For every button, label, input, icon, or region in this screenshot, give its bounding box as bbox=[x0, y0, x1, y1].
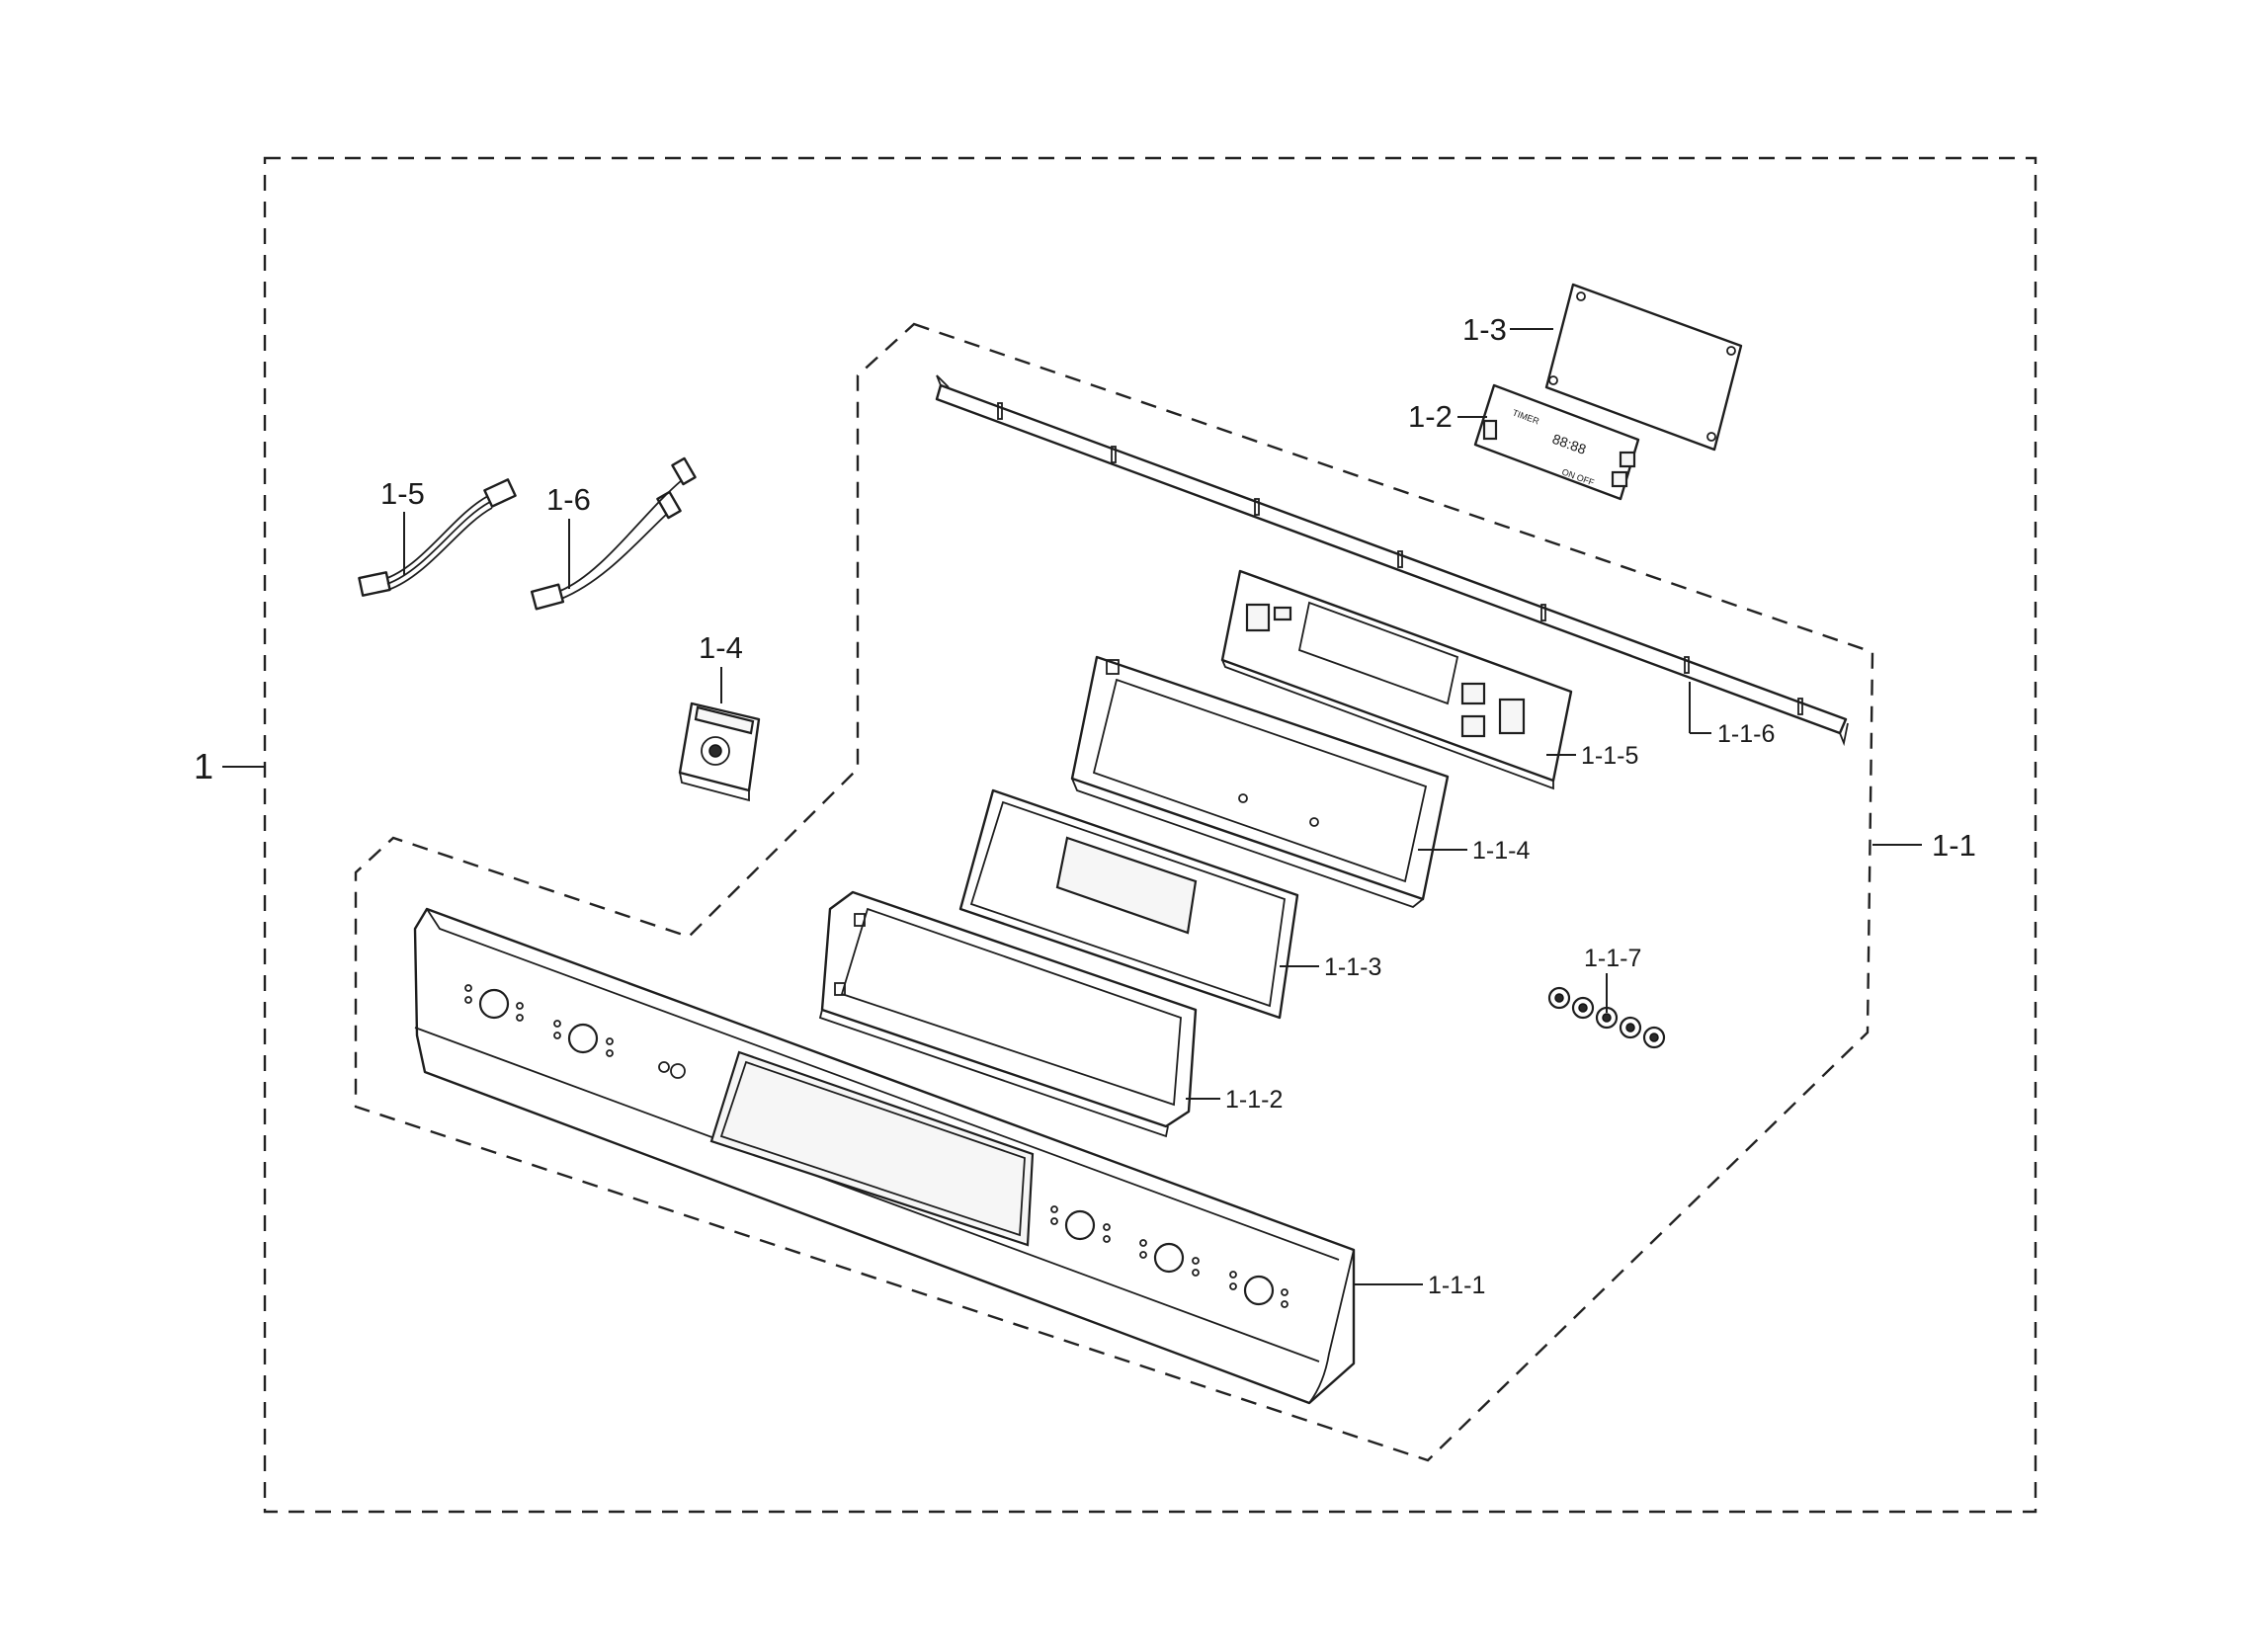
display-holder-part bbox=[1220, 569, 1573, 790]
panel-knob-holes bbox=[478, 988, 1275, 1306]
label-holder: 1-1-5 bbox=[1581, 742, 1638, 770]
label-assembly: 1 bbox=[194, 746, 213, 786]
label-panel: 1-1-1 bbox=[1428, 1272, 1485, 1299]
label-bracket: 1-1-4 bbox=[1472, 837, 1530, 865]
label-window: 1-1-3 bbox=[1324, 953, 1381, 981]
label-sub-assembly: 1-1 bbox=[1932, 828, 1976, 863]
label-cover-plate: 1-3 bbox=[1462, 312, 1507, 347]
label-knobs: 1-1-7 bbox=[1584, 945, 1641, 972]
label-harness-a: 1-5 bbox=[380, 476, 425, 511]
wire-harness-a-part bbox=[358, 478, 517, 597]
sub-assembly-boundary bbox=[354, 322, 1874, 1462]
display-pcb-part: TIMER 88:88 ON OFF bbox=[1473, 383, 1640, 501]
label-frame: 1-1-2 bbox=[1225, 1086, 1283, 1114]
bracket-part bbox=[1070, 655, 1450, 909]
knob-set-part bbox=[1547, 986, 1666, 1049]
callout-labels: 1 1-1 1-1-1 1-1-2 1-1-3 1-1-4 1-1-5 1-1-… bbox=[194, 312, 1976, 1299]
assembly-boundary bbox=[263, 156, 2037, 1514]
cover-plate-part bbox=[1544, 283, 1743, 452]
label-switch: 1-4 bbox=[699, 630, 743, 665]
rotary-switch-part bbox=[678, 702, 761, 802]
control-panel-part bbox=[413, 907, 1356, 1405]
label-rail: 1-1-6 bbox=[1717, 720, 1775, 748]
window-glass-part bbox=[958, 788, 1299, 1020]
leader-lines bbox=[222, 328, 1922, 1285]
rail-tabs bbox=[997, 402, 1803, 715]
rail-part bbox=[935, 374, 1849, 747]
label-harness-b: 1-6 bbox=[546, 482, 591, 517]
panel-indicator-dots bbox=[464, 984, 1289, 1308]
wire-harness-b-part bbox=[530, 456, 697, 611]
label-display-pcb: 1-2 bbox=[1408, 399, 1453, 434]
display-frame-part bbox=[818, 890, 1198, 1138]
